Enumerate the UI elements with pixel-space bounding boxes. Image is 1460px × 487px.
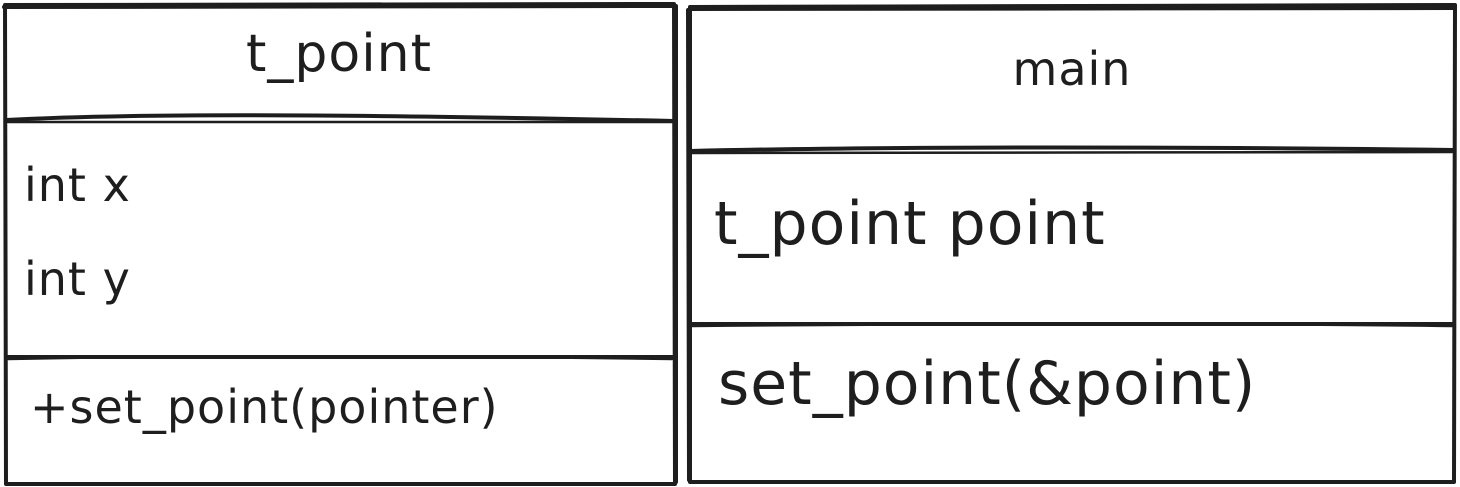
method-set-point-pointer: +set_point(pointer) xyxy=(30,380,499,434)
method-set-point-address: set_point(&point) xyxy=(718,349,1257,419)
class-title-main: main xyxy=(1012,42,1132,96)
class-title-t-point: t_point xyxy=(245,24,432,84)
attribute-int-x: int x xyxy=(24,158,131,212)
left-title-divider xyxy=(4,113,676,123)
attribute-int-y: int y xyxy=(24,252,131,306)
attribute-t-point-point: t_point point xyxy=(714,189,1106,259)
right-title-divider xyxy=(688,145,1456,153)
